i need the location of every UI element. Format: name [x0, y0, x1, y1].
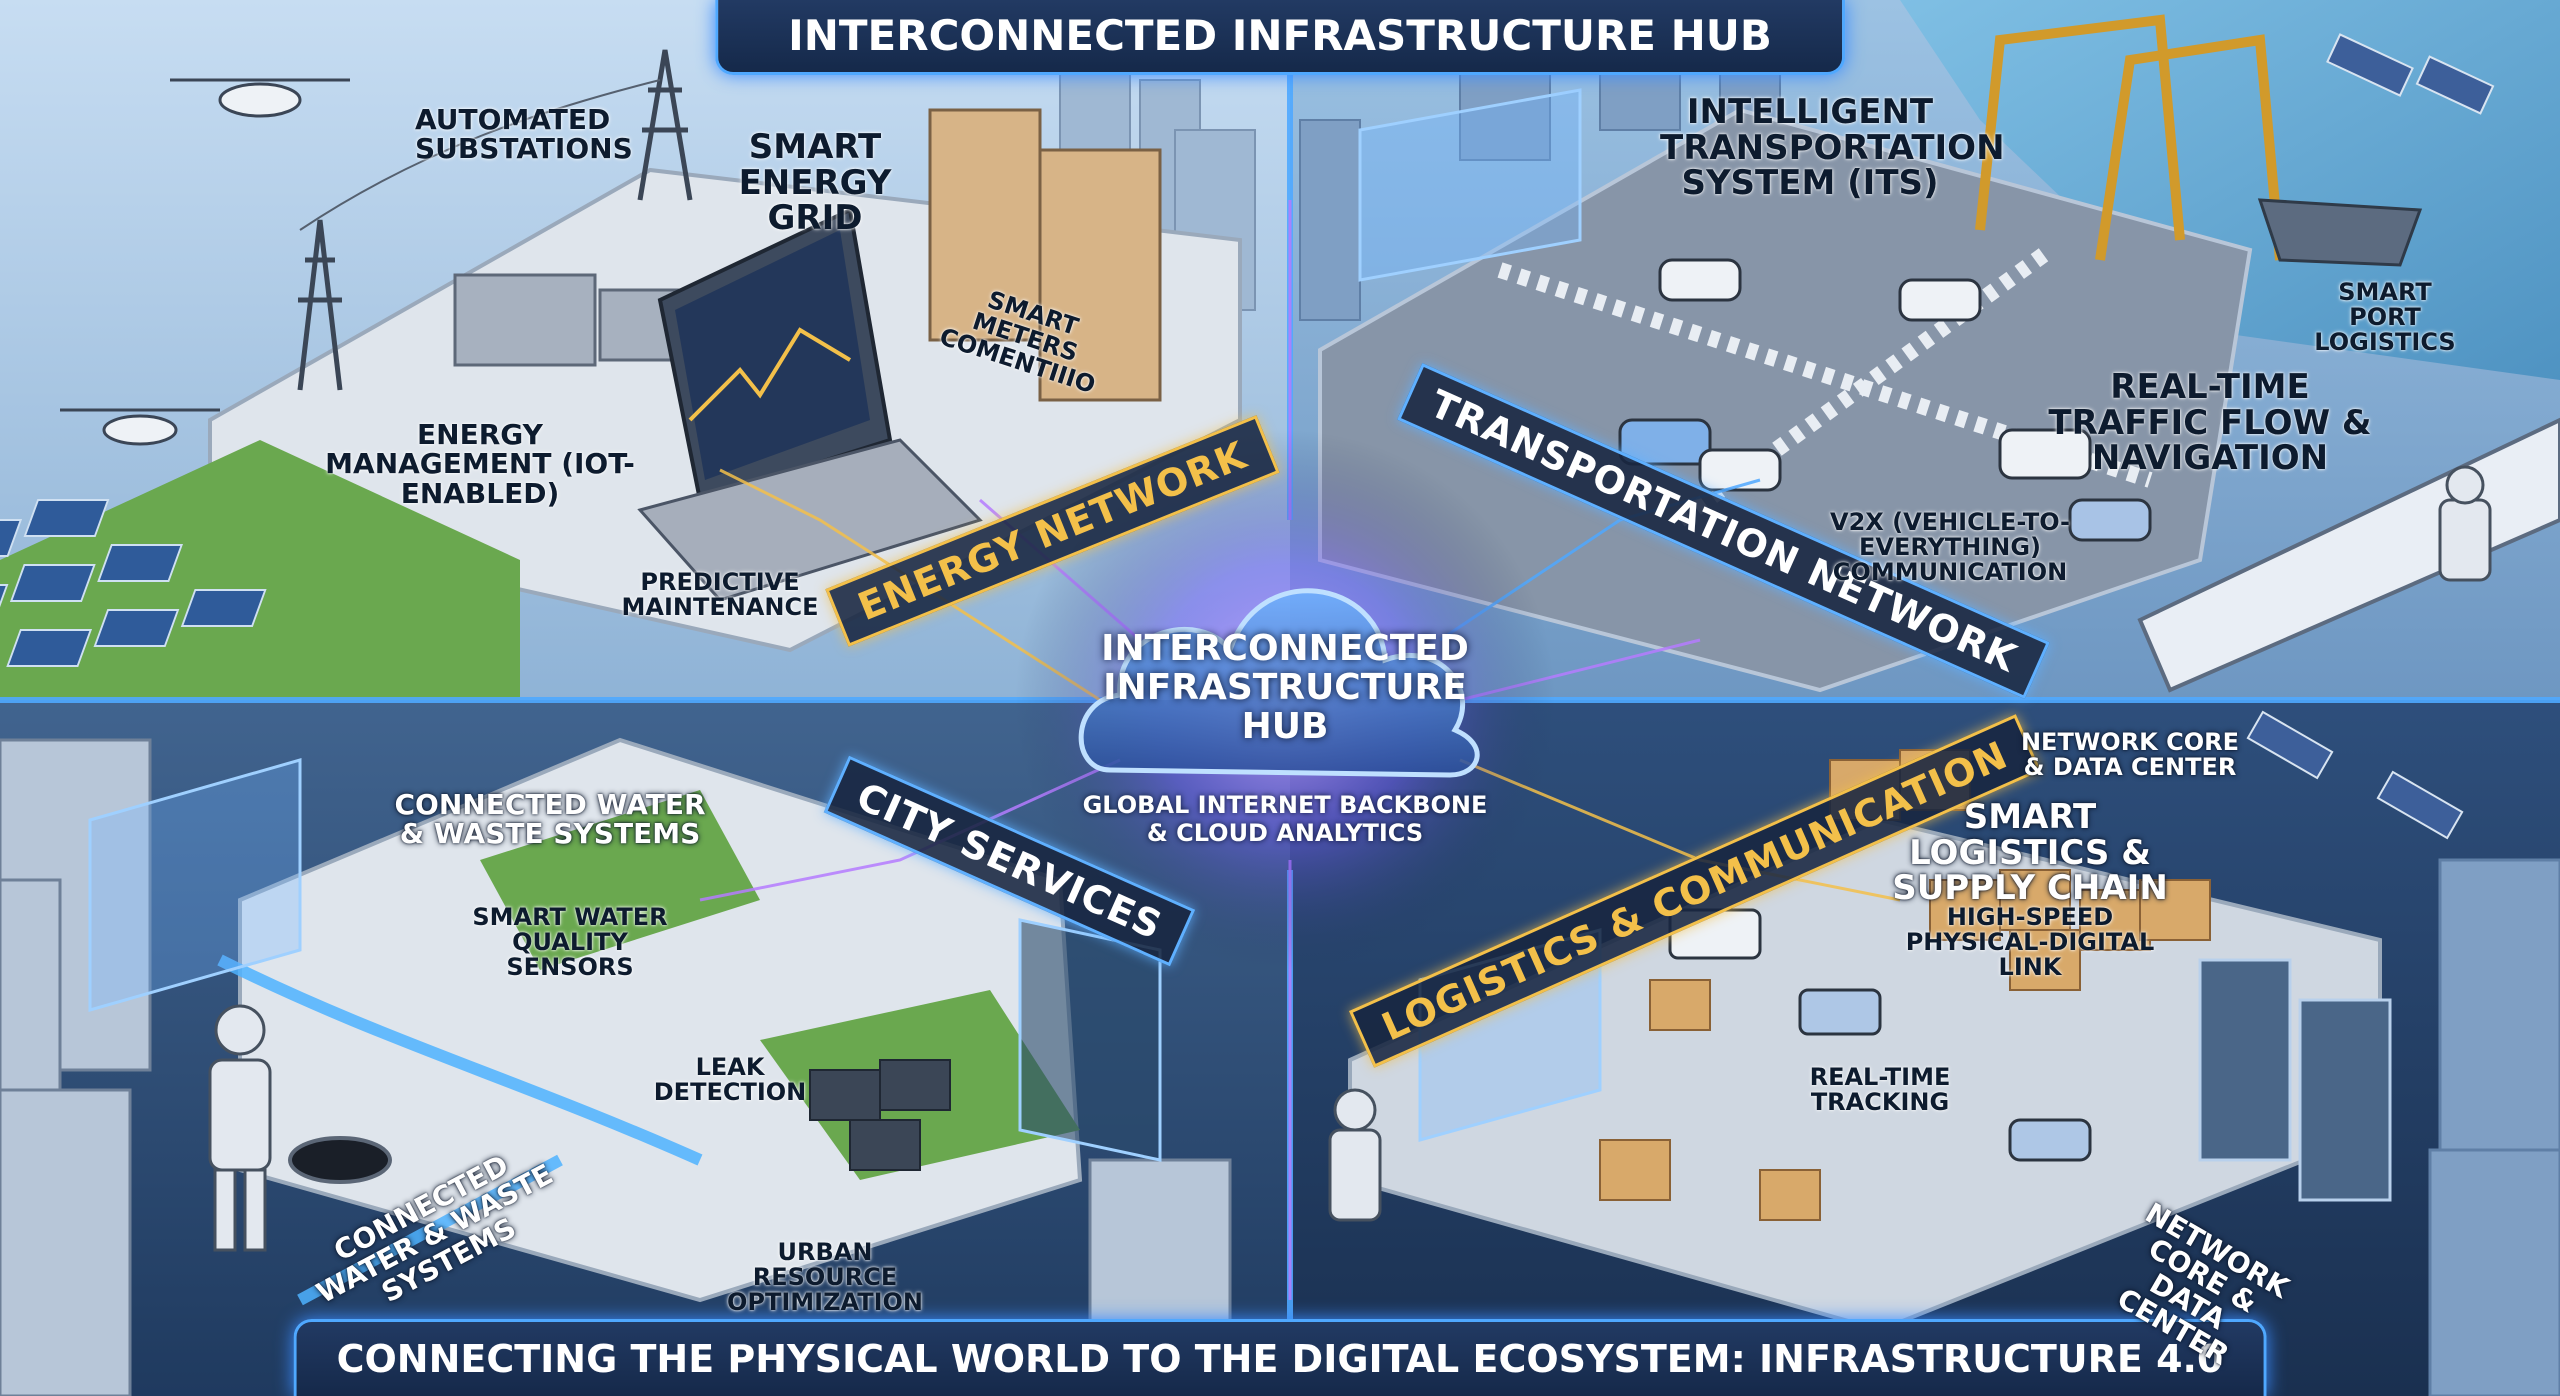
footer-caption: CONNECTING THE PHYSICAL WORLD TO THE DIG…	[293, 1319, 2267, 1396]
cloud-icon	[1078, 588, 1480, 778]
hub-title: INTERCONNECTED INFRASTRUCTURE HUB	[1101, 628, 1469, 747]
label-realtime-traffic: REAL-TIME TRAFFIC FLOW & NAVIGATION	[2048, 367, 2372, 479]
label-network-core-top: NETWORK CORE & DATA CENTER	[2020, 728, 2240, 782]
robot-logistics	[1328, 1088, 1382, 1222]
city-buildings-left	[0, 738, 1232, 1396]
server-racks	[2198, 958, 2392, 1202]
label-realtime-tracking: REAL-TIME TRACKING	[1809, 1063, 1951, 1117]
label-water-quality-sensors: SMART WATER QUALITY SENSORS	[472, 903, 668, 982]
label-high-speed-link: HIGH-SPEED PHYSICAL-DIGITAL LINK	[1905, 903, 2155, 982]
manhole	[288, 1136, 392, 1184]
park-grass	[480, 790, 760, 970]
laptop-dashboard	[637, 207, 983, 602]
header-banner: INTERCONNECTED INFRASTRUCTURE HUB	[715, 0, 1845, 75]
drone-top	[170, 78, 350, 118]
label-smart-port-logistics: SMART PORT LOGISTICS	[2314, 278, 2456, 357]
label-predictive-maintenance: PREDICTIVE MAINTENANCE	[621, 568, 819, 622]
transport-hologram	[1358, 88, 1582, 282]
city-buildings-right	[2428, 858, 2560, 1396]
solar-panels	[0, 499, 267, 667]
satellite-bottom	[2246, 710, 2464, 840]
label-urban-resource: URBAN RESOURCE OPTIMIZATION	[726, 1238, 923, 1317]
water-pipe	[217, 954, 703, 1306]
hub-subtitle: GLOBAL INTERNET BACKBONE & CLOUD ANALYTI…	[1082, 791, 1488, 847]
port-cranes	[1975, 14, 2285, 261]
cars	[1618, 258, 2152, 542]
drone-left	[60, 408, 220, 446]
satellite-top	[2326, 33, 2495, 115]
robot-city	[208, 1004, 272, 1252]
label-smart-energy-grid: SMART ENERGY GRID	[738, 127, 892, 239]
label-smart-logistics: SMART LOGISTICS & SUPPLY CHAIN	[1892, 797, 2168, 909]
substation	[453, 273, 692, 367]
dumpsters	[809, 1059, 951, 1171]
label-water-waste-top: CONNECTED WATER & WASTE SYSTEMS	[394, 788, 706, 851]
label-leak-detection: LEAK DETECTION	[653, 1053, 807, 1107]
harbor-water	[1900, 0, 2560, 380]
city-map-hologram	[1018, 918, 1162, 1162]
apartment-buildings	[928, 108, 1162, 402]
city-hologram	[88, 758, 302, 1012]
label-automated-substations: AUTOMATED SUBSTATIONS	[415, 103, 633, 166]
label-v2x: V2X (VEHICLE-TO-EVERYTHING) COMMUNICATIO…	[1830, 508, 2070, 587]
robot-transport	[2438, 465, 2492, 582]
label-intelligent-transportation: INTELLIGENT TRANSPORTATION SYSTEM (ITS)	[1660, 92, 2005, 204]
power-pylons	[297, 49, 693, 391]
container-ship	[2257, 198, 2423, 267]
label-energy-management: ENERGY MANAGEMENT (IOT-ENABLED)	[325, 418, 635, 510]
